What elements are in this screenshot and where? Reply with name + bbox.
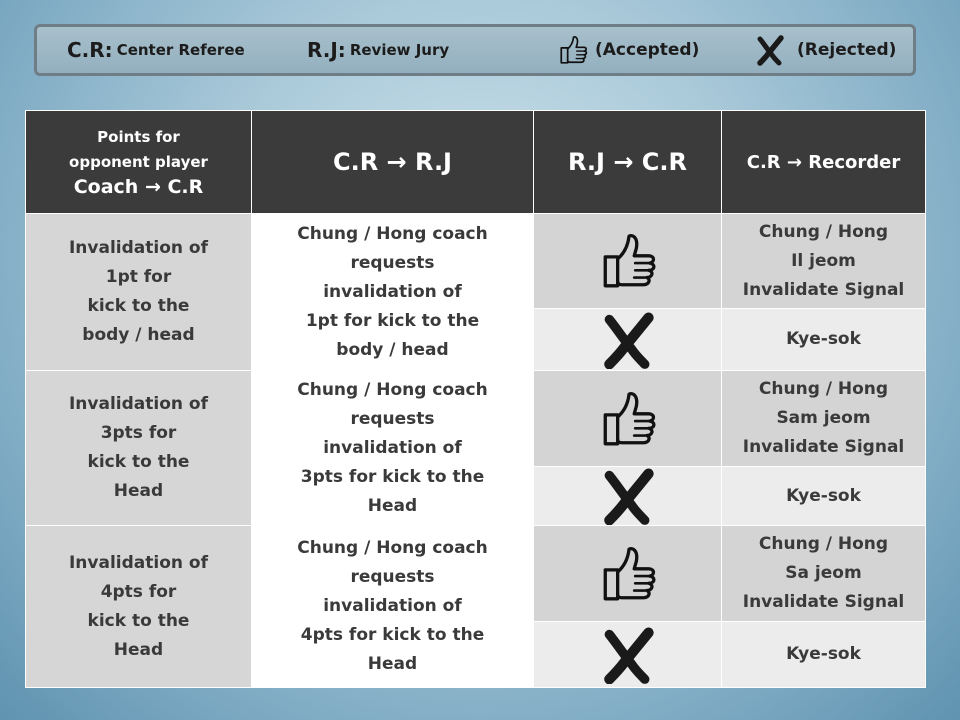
request-line: Chung / Hong coach: [297, 538, 488, 558]
points-line: Invalidation of: [68, 394, 208, 414]
points-line: Head: [113, 639, 164, 660]
x-mark-icon: [755, 33, 785, 67]
request-line: requests: [350, 252, 435, 273]
request-line: Head: [367, 654, 418, 674]
rejected-result-cell: Kye-sok: [721, 621, 926, 688]
legend-rj-abbr: R.J:: [307, 38, 346, 62]
rejected-cell: [533, 621, 722, 688]
request-line: 1pt for kick to the: [305, 310, 480, 331]
x-mark-icon: [600, 467, 656, 525]
points-line: Head: [113, 481, 164, 501]
legend-rj-desc: Review Jury: [349, 41, 450, 59]
request-line: invalidation of: [323, 437, 462, 458]
x-mark-icon: [600, 311, 656, 369]
request-cell: Chung / Hong coach requests invalidation…: [251, 370, 534, 526]
header-points-coach: Points for opponent player Coach → C.R: [25, 110, 252, 214]
result-line: Sam jeom: [776, 408, 871, 428]
header-cr-to-rj: C.R → R.J: [251, 110, 534, 214]
request-line: Chung / Hong coach: [297, 223, 488, 244]
accepted-cell: [533, 213, 722, 309]
thumbs-up-icon: [597, 230, 659, 292]
header-col1-line3: Coach → C.R: [73, 175, 204, 198]
table-header-row: Points for opponent player Coach → C.R C…: [25, 110, 926, 214]
request-line: requests: [350, 567, 435, 587]
result-line: Chung / Hong: [758, 379, 889, 399]
result-line: Il jeom: [791, 250, 856, 271]
header-cr-to-recorder: C.R → Recorder: [721, 110, 926, 214]
result-line: Invalidate Signal: [742, 279, 905, 300]
legend-rejected-label: (Rejected): [797, 40, 897, 60]
request-cell: Chung / Hong coach requests invalidation…: [251, 213, 534, 371]
legend-accepted: (Accepted): [557, 27, 699, 73]
table-row: Invalidation of 4pts for kick to the Hea…: [25, 525, 926, 688]
points-cell: Invalidation of 4pts for kick to the Hea…: [25, 525, 252, 688]
procedure-table: Points for opponent player Coach → C.R C…: [25, 110, 926, 688]
legend-accepted-label: (Accepted): [595, 40, 700, 60]
result-line: Invalidate Signal: [742, 437, 905, 457]
accepted-cell: [533, 525, 722, 622]
points-line: 4pts for: [100, 581, 177, 602]
points-cell: Invalidation of 3pts for kick to the Hea…: [25, 370, 252, 526]
request-line: requests: [350, 408, 435, 429]
header-col1-line2: opponent player: [69, 152, 208, 171]
points-line: body / head: [82, 325, 195, 345]
points-line: Invalidation of: [68, 238, 208, 258]
table-row: Invalidation of 3pts for kick to the Hea…: [25, 370, 926, 526]
thumbs-up-icon: [597, 543, 659, 605]
request-line: invalidation of: [323, 281, 462, 302]
request-line: invalidation of: [323, 596, 462, 616]
table-row: Kye-sok: [26, 621, 926, 688]
points-line: 1pt for: [105, 267, 172, 287]
result-line: Invalidate Signal: [742, 592, 905, 612]
legend-bar: C.R: Center Referee R.J: Review Jury (Ac…: [34, 24, 916, 76]
points-line: kick to the: [87, 452, 190, 472]
rejected-result-cell: Kye-sok: [721, 466, 926, 526]
accepted-result-cell: Chung / Hong Sam jeom Invalidate Signal: [721, 370, 926, 467]
request-line: Chung / Hong coach: [297, 379, 488, 400]
points-line: kick to the: [87, 610, 190, 631]
request-line: Head: [367, 495, 418, 516]
request-line: body / head: [336, 339, 449, 360]
table-row: Kye-sok: [26, 466, 926, 526]
accepted-cell: [533, 370, 722, 467]
rejected-cell: [533, 466, 722, 526]
legend-cr-desc: Center Referee: [116, 41, 245, 59]
request-cell: Chung / Hong coach requests invalidation…: [251, 525, 534, 688]
legend-center-referee: C.R: Center Referee: [67, 27, 245, 73]
thumbs-up-icon: [597, 388, 659, 450]
table-row: Invalidation of 1pt for kick to the body…: [25, 213, 926, 371]
thumbs-up-icon: [557, 33, 589, 67]
header-col1-line1: Points for: [97, 127, 180, 146]
points-line: 3pts for: [100, 423, 177, 443]
accepted-result-cell: Chung / Hong Il jeom Invalidate Signal: [721, 213, 926, 309]
result-line: Chung / Hong: [758, 534, 889, 554]
header-rj-to-cr: R.J → C.R: [533, 110, 722, 214]
points-line: kick to the: [87, 296, 190, 316]
request-line: 3pts for kick to the: [300, 466, 485, 487]
legend-review-jury: R.J: Review Jury: [307, 27, 449, 73]
points-cell: Invalidation of 1pt for kick to the body…: [25, 213, 252, 371]
request-line: 4pts for kick to the: [300, 625, 485, 645]
accepted-result-cell: Chung / Hong Sa jeom Invalidate Signal: [721, 525, 926, 622]
points-line: Invalidation of: [68, 552, 208, 573]
rejected-result-cell: Kye-sok: [721, 308, 926, 371]
legend-cr-abbr: C.R:: [67, 38, 113, 62]
result-line: Sa jeom: [785, 563, 862, 583]
legend-rejected: (Rejected): [755, 27, 896, 73]
result-line: Chung / Hong: [758, 221, 889, 242]
x-mark-icon: [600, 626, 656, 684]
rejected-cell: [533, 308, 722, 371]
